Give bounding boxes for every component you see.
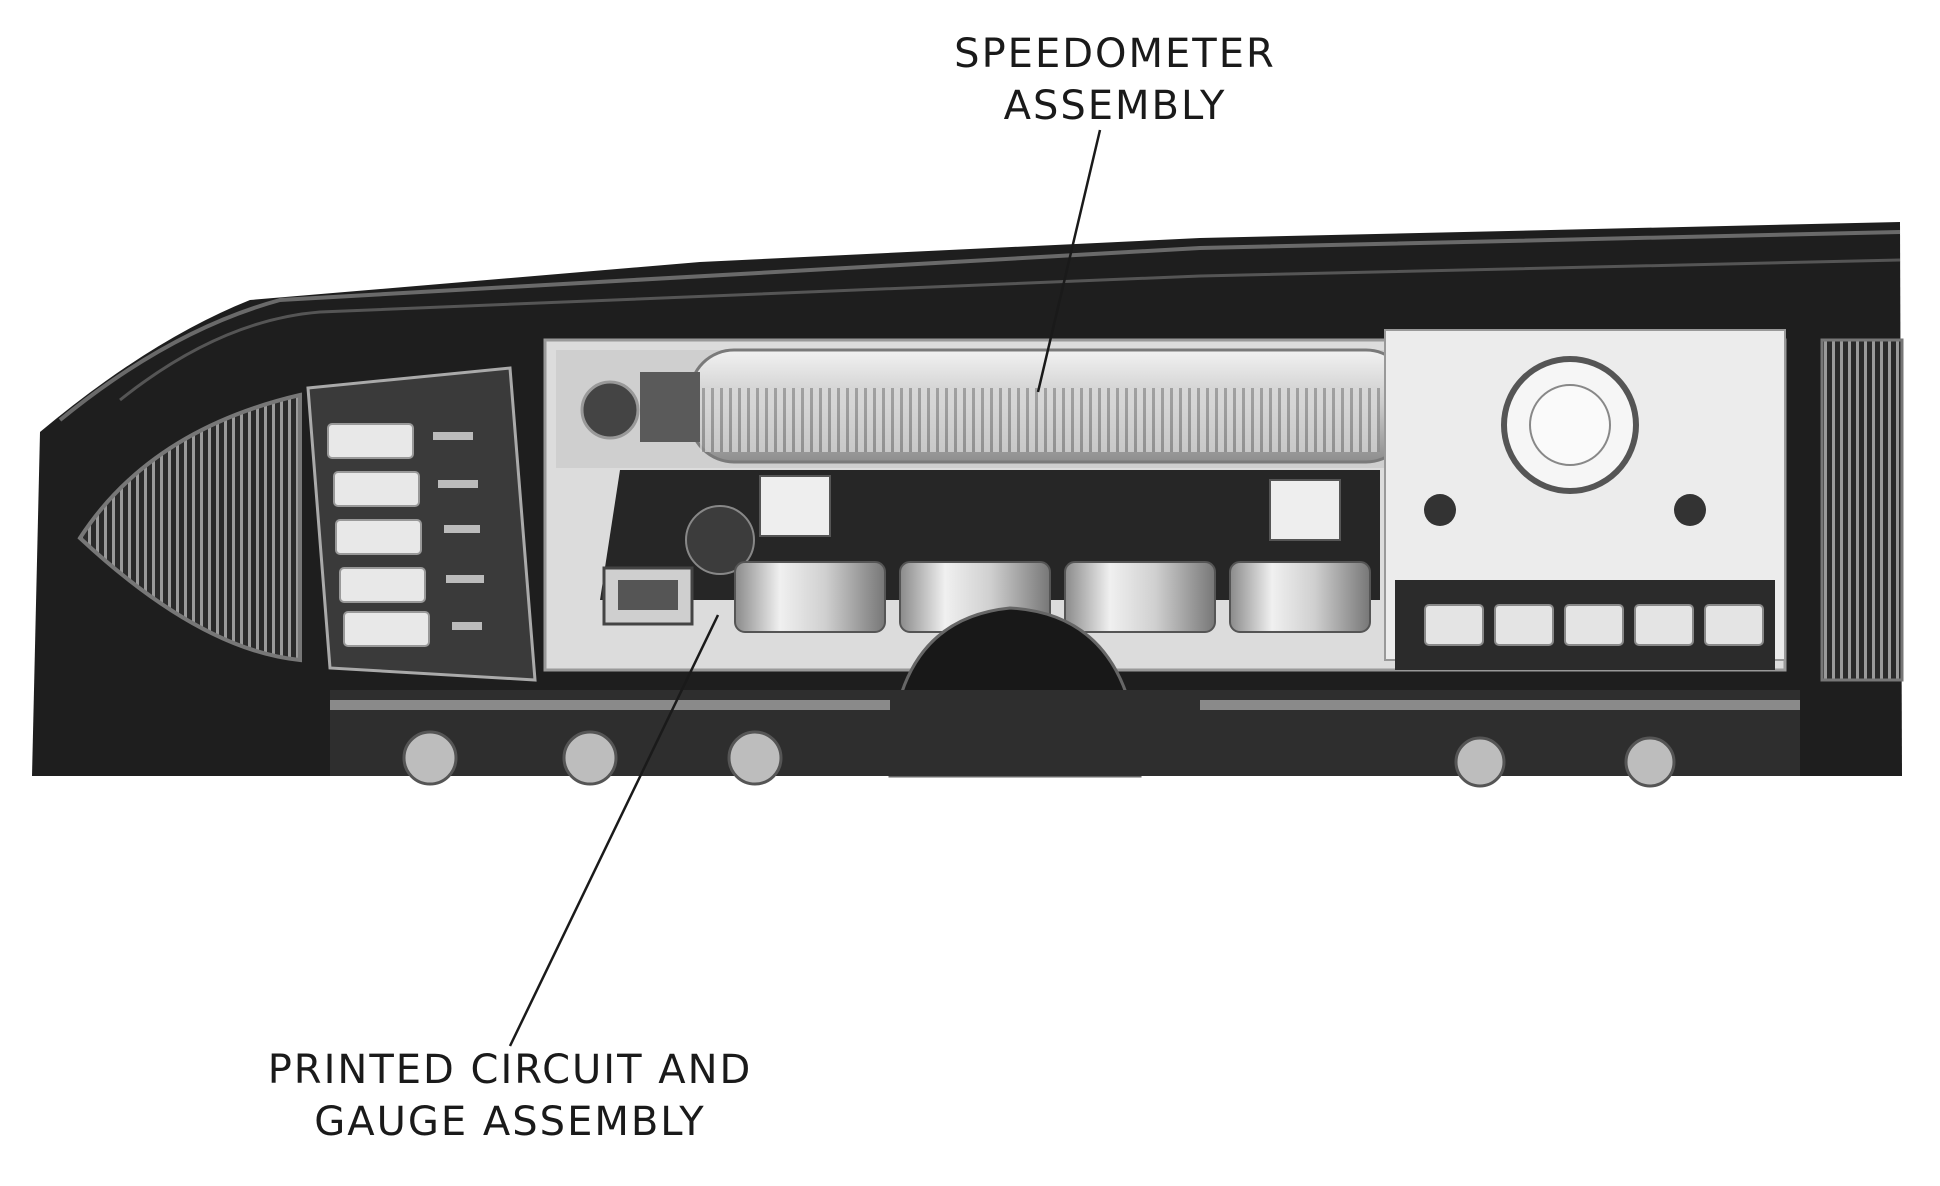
speedometer-leader-line bbox=[1036, 129, 1102, 393]
control-knobs bbox=[402, 730, 1676, 788]
circuit-leader-line bbox=[508, 614, 720, 1047]
right-air-vent bbox=[1820, 338, 1904, 682]
circuit-label-line2: GAUGE ASSEMBLY bbox=[314, 1099, 706, 1145]
circuit-label-line1: PRINTED CIRCUIT AND bbox=[267, 1047, 753, 1093]
shift-pushbuttons bbox=[327, 423, 430, 647]
accessory-pushbuttons bbox=[1424, 604, 1764, 646]
speedometer-label-line1: SPEEDOMETER bbox=[954, 31, 1276, 77]
speedometer-label-line2: ASSEMBLY bbox=[1003, 83, 1227, 129]
printed-circuit-label: PRINTED CIRCUIT AND GAUGE ASSEMBLY bbox=[262, 1044, 758, 1148]
left-air-vent bbox=[77, 392, 302, 663]
speedometer-assembly-label: SPEEDOMETER ASSEMBLY bbox=[950, 28, 1280, 132]
